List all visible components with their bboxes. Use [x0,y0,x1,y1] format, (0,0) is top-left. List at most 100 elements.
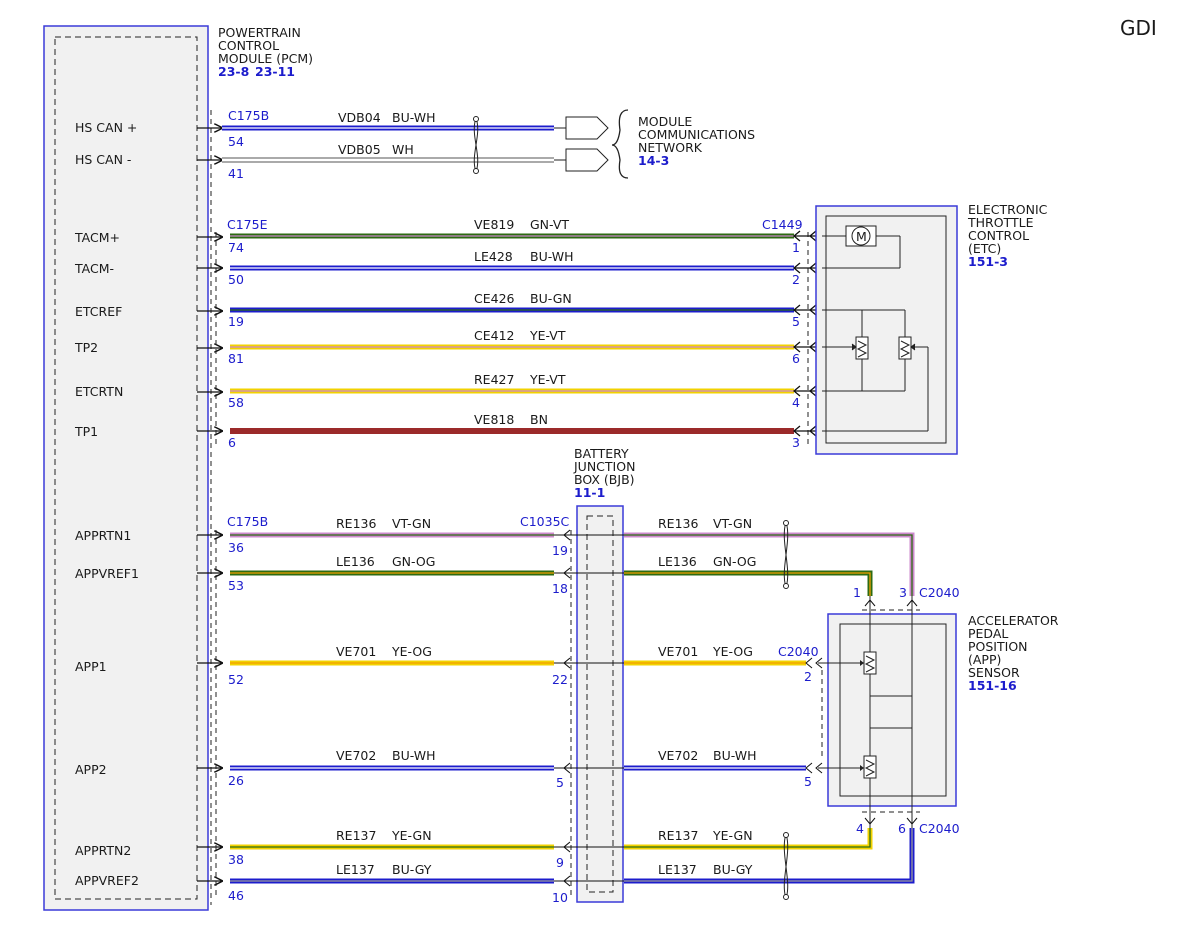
svg-text:14-3: 14-3 [638,153,669,168]
wire-re137-left-color: YE-GN [391,828,432,843]
bjb-pin-22: 22 [552,672,568,687]
pcm-title: POWERTRAIN CONTROL MODULE (PCM) 23-8 23-… [218,25,313,79]
wire-ve702-right: VE702 [658,748,698,763]
pin-74: 74 [228,240,244,255]
wire-vdb05: VDB05 [338,142,381,157]
pin-6: 6 [228,435,236,450]
wire-re136-right: RE136 [658,516,698,531]
signal-apprtn2: APPRTN2 [75,843,131,858]
wire-le136-right: LE136 [658,554,697,569]
connector-c1449: C1449 [762,217,803,232]
bjb-pin-18: 18 [552,581,568,596]
etc-pin-6: 6 [792,351,800,366]
svg-text:BATTERY: BATTERY [574,446,629,461]
svg-text:THROTTLE: THROTTLE [967,215,1034,230]
bjb-pin-19: 19 [552,543,568,558]
app-pin-5: 5 [804,774,812,789]
signal-hscanm: HS CAN - [75,152,131,167]
pcm-module [43,25,212,911]
signal-hscanp: HS CAN + [75,120,137,135]
etc-pin-5: 5 [792,314,800,329]
wire-ve819: VE819 [474,217,514,232]
wire-re136-left: RE136 [336,516,376,531]
pin-36: 36 [228,540,244,555]
connector-c2040-c: C2040 [919,821,960,836]
wire-vdb04: VDB04 [338,110,381,125]
svg-text:ELECTRONIC: ELECTRONIC [968,202,1048,217]
etc-pin-1: 1 [792,240,800,255]
wire-ve818: VE818 [474,412,514,427]
svg-text:PEDAL: PEDAL [968,626,1008,641]
app-pin-4: 4 [856,821,864,836]
bjb-pin-10: 10 [552,890,568,905]
bjb-module [215,505,624,903]
pin-26: 26 [228,773,244,788]
wire-re137-right-color: YE-GN [712,828,753,843]
corner-label: GDI [1120,16,1157,40]
bjb-feedthrough [554,529,624,887]
svg-text:(APP): (APP) [968,652,1001,667]
etc-pin-3: 3 [792,435,800,450]
signal-appvref2: APPVREF2 [75,873,139,888]
motor-label: M [856,229,867,244]
svg-text:(ETC): (ETC) [968,241,1001,256]
network-title: MODULE COMMUNICATIONS NETWORK 14-3 [638,114,755,168]
pin-50: 50 [228,272,244,287]
wire-re136-left-color: VT-GN [392,516,431,531]
svg-text:BOX (BJB): BOX (BJB) [574,472,635,487]
svg-text:23-11: 23-11 [255,64,295,79]
etc-pin-2: 2 [792,272,800,287]
wire-ve818-color: BN [530,412,548,427]
connector-c175b-top: C175B [228,108,269,123]
app-title: ACCELERATOR PEDAL POSITION (APP) SENSOR … [968,613,1059,693]
svg-text:POWERTRAIN: POWERTRAIN [218,25,301,40]
signal-tacmp: TACM+ [74,230,120,245]
svg-text:CONTROL: CONTROL [218,38,279,53]
wire-re137-left: RE137 [336,828,376,843]
wire-ve701-left-color: YE-OG [391,644,432,659]
svg-text:POSITION: POSITION [968,639,1028,654]
wire-ve701-left: VE701 [336,644,376,659]
svg-text:CONTROL: CONTROL [968,228,1029,243]
svg-text:151-3: 151-3 [968,254,1008,269]
wire-le136-left-color: GN-OG [392,554,435,569]
connector-c1035c: C1035C [520,514,570,529]
wire-le137-right-color: BU-GY [713,862,753,877]
wire-ce412: CE412 [474,328,515,343]
wire-re137-right: RE137 [658,828,698,843]
wire-ce426: CE426 [474,291,515,306]
signal-etcref: ETCREF [75,304,122,319]
app-pin-2: 2 [804,669,812,684]
app-wires-left [230,532,554,884]
pin-81: 81 [228,351,244,366]
app-pin-6: 6 [898,821,906,836]
can-wires [222,109,629,179]
pcm-signal-list: HS CAN + HS CAN - TACM+ TACM- ETCREF TP2… [74,120,139,888]
wire-ve701-right: VE701 [658,644,698,659]
app-pin-1: 1 [853,585,861,600]
signal-etcrtn: ETCRTN [75,384,123,399]
signal-appvref1: APPVREF1 [75,566,139,581]
pin-46: 46 [228,888,244,903]
connector-c2040-b: C2040 [778,644,819,659]
wire-le136-left: LE136 [336,554,375,569]
signal-tacmm: TACM- [74,261,114,276]
wire-vdb04-color: BU-WH [392,110,436,125]
connector-c175e: C175E [227,217,268,232]
wire-ve819-color: GN-VT [530,217,569,232]
etc-wires [230,233,794,434]
svg-text:NETWORK: NETWORK [638,140,703,155]
svg-text:COMMUNICATIONS: COMMUNICATIONS [638,127,755,142]
svg-text:SENSOR: SENSOR [968,665,1020,680]
wire-ce426-color: BU-GN [530,291,572,306]
wire-re427: RE427 [474,372,514,387]
svg-text:23-8: 23-8 [218,64,249,79]
wire-ve702-left-color: BU-WH [392,748,436,763]
svg-text:11-1: 11-1 [574,485,605,500]
wire-vdb05-color: WH [392,142,414,157]
pin-41: 41 [228,166,244,181]
pin-19: 19 [228,314,244,329]
wire-re427-color: YE-VT [529,372,566,387]
connector-c2040-a: C2040 [919,585,960,600]
